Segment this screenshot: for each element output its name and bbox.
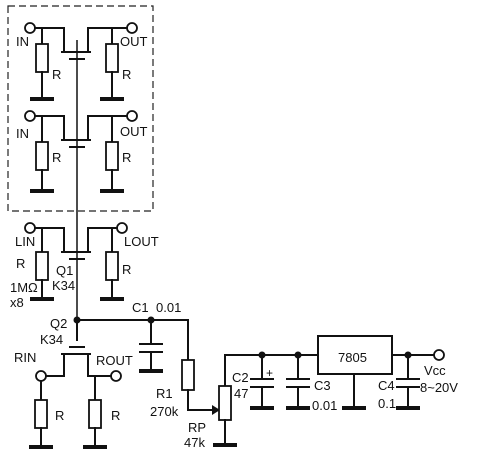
- lin-label: LIN: [15, 234, 35, 249]
- rl1-resistor: [35, 251, 49, 281]
- c1-label: C1: [132, 300, 149, 315]
- rr1-label: R: [55, 408, 64, 423]
- rout-label: ROUT: [96, 353, 133, 368]
- out2-label: OUT: [120, 124, 148, 139]
- wiper-arrow: [212, 405, 220, 415]
- c4-value: 0.1: [378, 396, 396, 411]
- c3-label: C3: [314, 378, 331, 393]
- control-line: [76, 319, 189, 361]
- rl2-resistor: [105, 251, 119, 281]
- q1-type-label: K34: [52, 278, 75, 293]
- rin-label: RIN: [14, 350, 36, 365]
- in1-terminal: [24, 22, 36, 34]
- r1b-label: R: [122, 67, 131, 82]
- junction-dot: [73, 316, 81, 324]
- resistor-spec-value: 1MΩ: [10, 280, 38, 295]
- c3-capacitor: C3 0.01: [286, 354, 337, 413]
- regulator-label: 7805: [338, 350, 367, 365]
- r2a-label: R: [52, 150, 61, 165]
- in2-label: IN: [16, 126, 29, 141]
- lout-terminal: [116, 222, 128, 234]
- q2-type-label: K34: [40, 332, 63, 347]
- c2-polarity: +: [266, 366, 273, 380]
- lin-terminal: [24, 222, 36, 234]
- r2a-resistor: [35, 141, 49, 171]
- rr2-resistor: [88, 399, 102, 429]
- out1-terminal: [126, 22, 138, 34]
- channel-l: LIN LOUT R R Q1 K34 1MΩ x8: [10, 222, 159, 310]
- rp-value: 47k: [184, 435, 205, 450]
- r1-resistor: R1 270k: [150, 359, 220, 419]
- c1-value: 0.01: [156, 300, 181, 315]
- q2-label: Q2: [50, 316, 67, 331]
- in2-terminal: [24, 110, 36, 122]
- channel-1: IN OUT R R: [16, 22, 148, 101]
- r1-label: R1: [156, 386, 173, 401]
- vcc-terminal: [433, 349, 445, 361]
- c4-label: C4: [378, 378, 395, 393]
- vcc-label: Vcc: [424, 363, 446, 378]
- out1-label: OUT: [120, 34, 148, 49]
- rr1-resistor: [34, 399, 48, 429]
- rl2-label: R: [122, 262, 131, 277]
- channel-r: Q2 K34 RIN ROUT R R: [14, 316, 133, 449]
- r1a-resistor: [35, 43, 49, 73]
- c4-capacitor: C4 0.1: [378, 354, 420, 411]
- rr2-label: R: [111, 408, 120, 423]
- out2-terminal: [126, 110, 138, 122]
- rp-potentiometer: RP 47k: [184, 354, 263, 450]
- c1-capacitor: C1 0.01: [132, 300, 181, 373]
- rout-terminal: [110, 370, 122, 382]
- in1-label: IN: [16, 34, 29, 49]
- c2-value: 47: [234, 386, 248, 401]
- rin-terminal: [35, 370, 47, 382]
- q1-label: Q1: [56, 263, 73, 278]
- vcc-range: 8~20V: [420, 380, 458, 395]
- regulator-7805: 7805: [317, 335, 393, 410]
- c3-value: 0.01: [312, 398, 337, 413]
- channel-2: IN OUT R R: [16, 110, 148, 193]
- r2b-label: R: [122, 150, 131, 165]
- dashed-enclosure: [7, 5, 154, 212]
- r2b-resistor: [105, 141, 119, 171]
- lout-label: LOUT: [124, 234, 159, 249]
- r1b-resistor: [105, 43, 119, 73]
- rp-label: RP: [188, 420, 206, 435]
- c2-capacitor: + C2 47: [232, 354, 274, 410]
- resistor-spec-count: x8: [10, 295, 24, 310]
- r1a-label: R: [52, 67, 61, 82]
- c2-label: C2: [232, 370, 249, 385]
- r1-value: 270k: [150, 404, 179, 419]
- rl1-label: R: [16, 256, 25, 271]
